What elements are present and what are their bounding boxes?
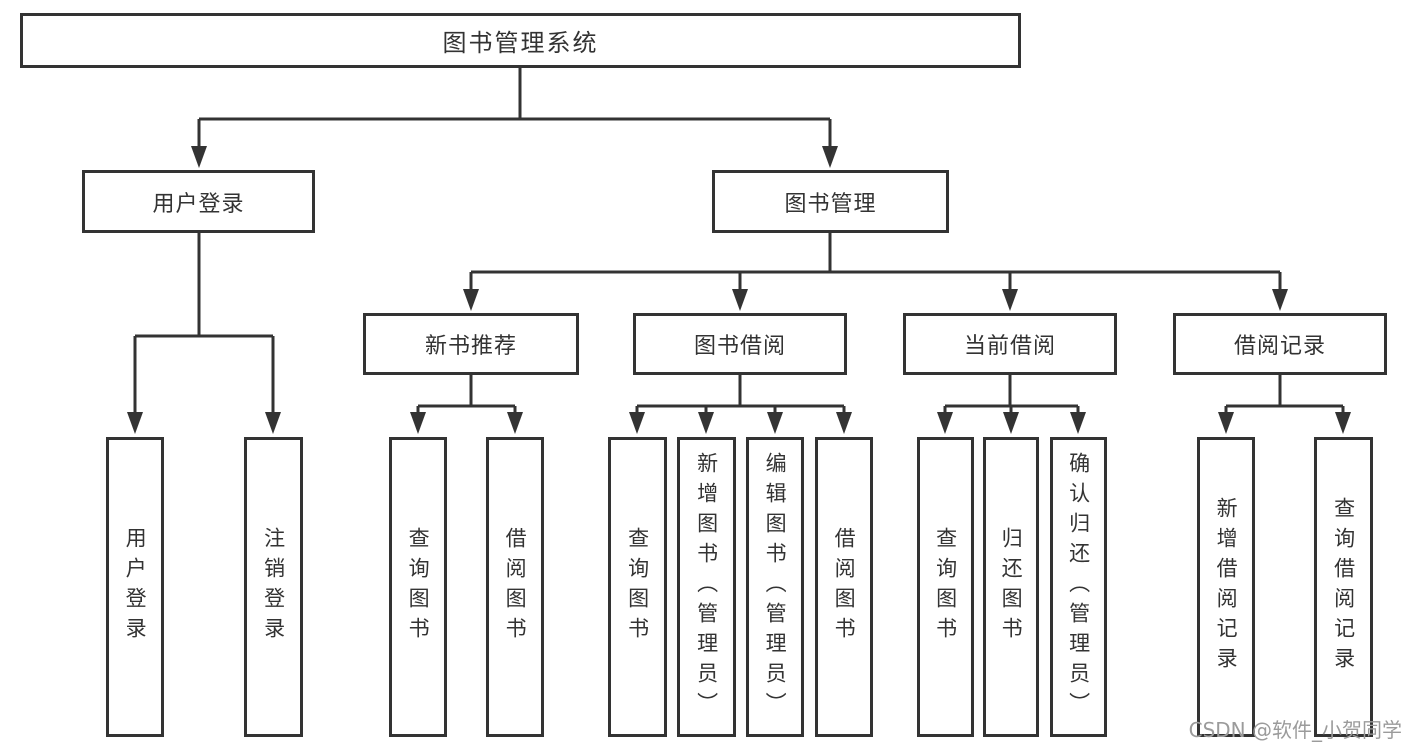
connector-new-book bbox=[410, 374, 523, 434]
connector-user-login bbox=[127, 233, 281, 434]
csdn-watermark: CSDN @软件_小贺同学 bbox=[1188, 718, 1402, 742]
node-new-book-recommend: 新书推荐 bbox=[363, 313, 579, 375]
leaf-query-books-current-label: 查询图书 bbox=[933, 527, 958, 647]
leaf-query-borrow-record-label: 查询借阅记录 bbox=[1331, 497, 1356, 677]
leaf-query-books-borrow: 查询图书 bbox=[608, 437, 667, 737]
leaf-borrow-books-label: 借阅图书 bbox=[832, 527, 857, 647]
connector-current-borrow bbox=[937, 374, 1086, 434]
leaf-add-books-admin-label: 新增图书（管理员） bbox=[694, 452, 719, 722]
node-current-borrow: 当前借阅 bbox=[903, 313, 1117, 375]
connector-root bbox=[191, 68, 838, 168]
leaf-query-books-borrow-label: 查询图书 bbox=[625, 527, 650, 647]
leaf-confirm-return-admin-label: 确认归还（管理员） bbox=[1066, 452, 1091, 722]
leaf-query-books-current: 查询图书 bbox=[917, 437, 974, 737]
leaf-edit-books-admin-label: 编辑图书（管理员） bbox=[763, 452, 788, 722]
leaf-add-books-admin: 新增图书（管理员） bbox=[677, 437, 736, 737]
leaf-add-borrow-record: 新增借阅记录 bbox=[1197, 437, 1255, 737]
leaf-return-books-label: 归还图书 bbox=[999, 527, 1024, 647]
leaf-confirm-return-admin: 确认归还（管理员） bbox=[1050, 437, 1107, 737]
node-book-borrow: 图书借阅 bbox=[633, 313, 847, 375]
leaf-return-books: 归还图书 bbox=[983, 437, 1039, 737]
leaf-user-login: 用户登录 bbox=[106, 437, 164, 737]
leaf-add-borrow-record-label: 新增借阅记录 bbox=[1214, 497, 1239, 677]
node-user-login: 用户登录 bbox=[82, 170, 315, 233]
leaf-user-login-label: 用户登录 bbox=[123, 527, 148, 647]
connector-borrow-records bbox=[1218, 374, 1351, 434]
leaf-query-books-recommend: 查询图书 bbox=[389, 437, 447, 737]
leaf-borrow-books-recommend: 借阅图书 bbox=[486, 437, 544, 737]
node-borrow-records: 借阅记录 bbox=[1173, 313, 1387, 375]
node-root-system: 图书管理系统 bbox=[20, 13, 1021, 68]
leaf-query-books-recommend-label: 查询图书 bbox=[406, 527, 431, 647]
leaf-logout-login-label: 注销登录 bbox=[261, 527, 286, 647]
leaf-logout-login: 注销登录 bbox=[244, 437, 303, 737]
leaf-edit-books-admin: 编辑图书（管理员） bbox=[746, 437, 804, 737]
connector-book-mgmt bbox=[463, 233, 1288, 311]
node-book-management: 图书管理 bbox=[712, 170, 949, 233]
leaf-query-borrow-record: 查询借阅记录 bbox=[1314, 437, 1373, 737]
leaf-borrow-books: 借阅图书 bbox=[815, 437, 873, 737]
leaf-borrow-books-recommend-label: 借阅图书 bbox=[503, 527, 528, 647]
connector-book-borrow bbox=[629, 374, 852, 434]
